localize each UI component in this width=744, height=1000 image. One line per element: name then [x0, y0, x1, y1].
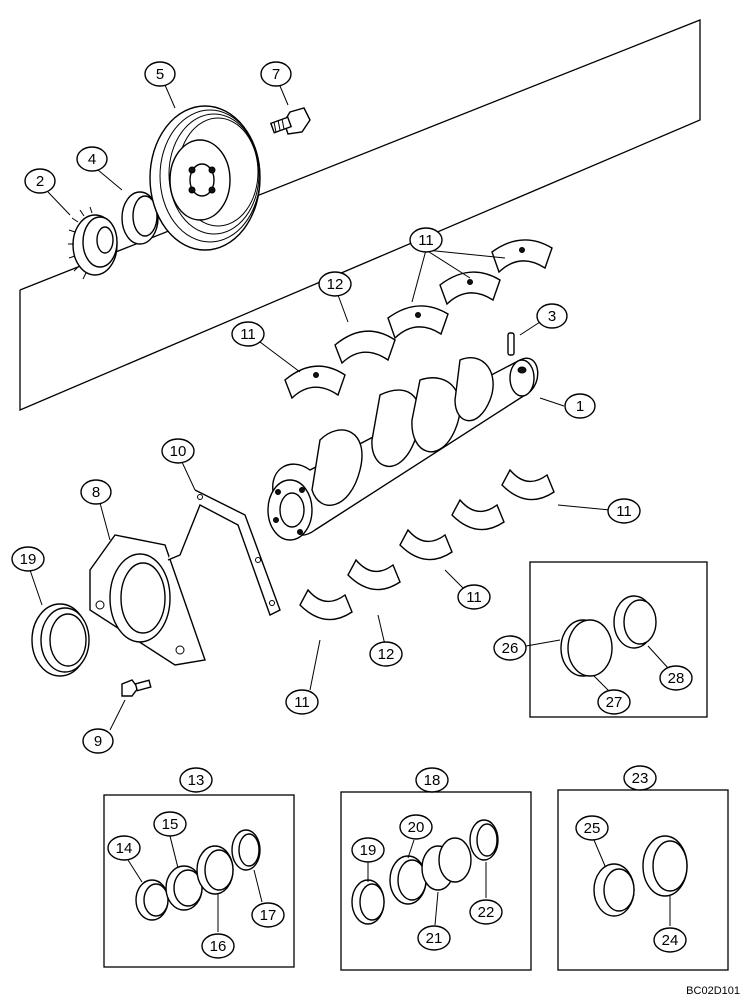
pulley-bolt-part: [269, 107, 311, 135]
callout-16: 16: [201, 933, 235, 959]
callout-14-label: 14: [116, 840, 133, 857]
retainer-gasket-part: [167, 489, 281, 616]
kit-18-box: [340, 791, 532, 971]
rear-seal-retainer-part: [89, 534, 206, 666]
callout-22-label: 22: [478, 904, 495, 921]
callout-19a-label: 19: [360, 842, 377, 859]
callout-20: 20: [399, 814, 433, 840]
retainer-bolt-part: [121, 679, 152, 697]
callout-7: 7: [260, 61, 292, 87]
callout-21: 21: [417, 925, 451, 951]
callout-11-lower-middle: 11: [457, 584, 491, 610]
callout-3-label: 3: [548, 308, 556, 325]
callout-24: 24: [653, 927, 687, 953]
kit-26-box: [529, 561, 708, 718]
callout-19-main: 19: [11, 546, 45, 572]
callout-23: 23: [623, 765, 657, 791]
callout-18: 18: [415, 767, 449, 793]
callout-12a-label: 12: [327, 276, 344, 293]
callout-11e-label: 11: [294, 694, 310, 711]
callout-19-kit: 19: [351, 837, 385, 863]
callout-11-right: 11: [607, 498, 641, 524]
callout-7-label: 7: [272, 66, 280, 83]
callout-26-label: 26: [502, 640, 519, 657]
callout-13: 13: [179, 767, 213, 793]
callout-23-label: 23: [632, 770, 649, 787]
spacer-ring-part: [121, 191, 159, 245]
callout-8-label: 8: [92, 484, 100, 501]
callout-18-label: 18: [424, 772, 441, 789]
dowel-pin-part: [507, 332, 515, 356]
callout-9-label: 9: [94, 733, 102, 750]
callout-11d-label: 11: [466, 589, 482, 606]
callout-12-upper: 12: [318, 271, 352, 297]
crankshaft-part: [267, 357, 539, 541]
callout-25: 25: [575, 815, 609, 841]
callout-17: 17: [251, 902, 285, 928]
lower-bearing-shells: [299, 468, 555, 621]
callout-3: 3: [536, 303, 568, 329]
rear-seal-part: [31, 603, 90, 677]
callout-2: 2: [24, 168, 56, 194]
callout-19b-label: 19: [20, 551, 37, 568]
callout-11c-label: 11: [616, 503, 632, 520]
reference-code: BC02D101: [686, 985, 740, 997]
callout-11b-label: 11: [240, 326, 256, 343]
callout-14: 14: [107, 835, 141, 861]
callout-27: 27: [597, 689, 631, 715]
callout-17-label: 17: [260, 907, 277, 924]
callout-11a-label: 11: [418, 232, 434, 249]
callout-5-label: 5: [156, 66, 164, 83]
crankshaft-pulley-part: [149, 105, 261, 251]
callout-1-label: 1: [576, 398, 584, 415]
callout-8: 8: [80, 479, 112, 505]
callout-28-label: 28: [668, 670, 685, 687]
callout-22: 22: [469, 899, 503, 925]
callout-4-label: 4: [88, 151, 96, 168]
callout-26: 26: [493, 635, 527, 661]
callout-13-label: 13: [188, 772, 205, 789]
upper-bearing-shells: [284, 239, 553, 400]
callout-16-label: 16: [210, 938, 227, 955]
callout-4: 4: [76, 146, 108, 172]
callout-24-label: 24: [662, 932, 679, 949]
callout-11-upper-right: 11: [409, 227, 443, 253]
callout-10-label: 10: [170, 443, 187, 460]
callout-9: 9: [82, 728, 114, 754]
callout-25-label: 25: [584, 820, 601, 837]
callout-15-label: 15: [162, 816, 179, 833]
kit-23-box: [557, 789, 729, 971]
callout-28: 28: [659, 665, 693, 691]
callout-12-lower: 12: [369, 641, 403, 667]
kit-13-box: [103, 794, 295, 968]
callout-1: 1: [564, 393, 596, 419]
callout-21-label: 21: [426, 930, 443, 947]
callout-5: 5: [144, 61, 176, 87]
callout-2-label: 2: [36, 173, 44, 190]
callout-10: 10: [161, 438, 195, 464]
timing-gear-part: [68, 206, 118, 280]
callout-11-upper-left: 11: [231, 321, 265, 347]
front-assembly-frame: [19, 19, 701, 411]
callout-11-lower-left: 11: [285, 689, 319, 715]
callout-27-label: 27: [606, 694, 623, 711]
callout-15: 15: [153, 811, 187, 837]
callout-20-label: 20: [408, 819, 425, 836]
callout-12b-label: 12: [378, 646, 395, 663]
